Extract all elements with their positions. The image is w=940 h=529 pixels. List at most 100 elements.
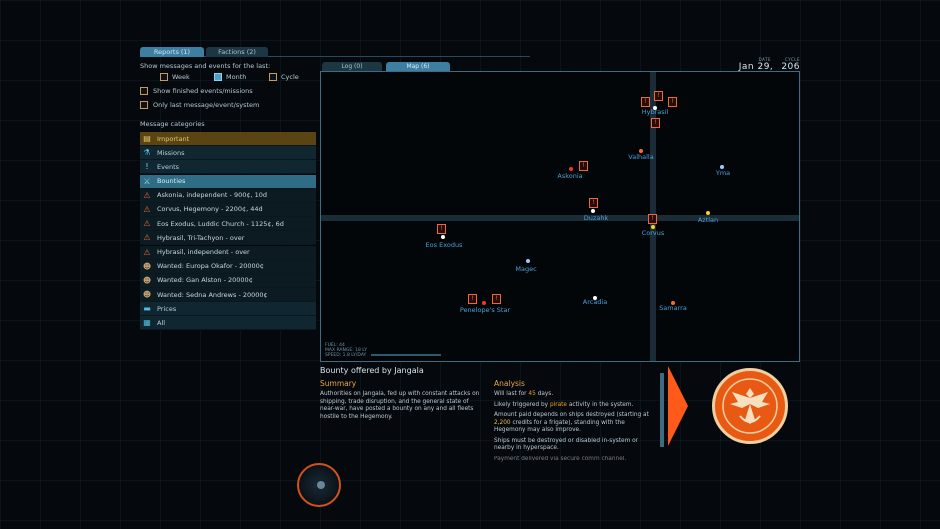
filter-month[interactable]: Month — [214, 73, 246, 81]
system-eos-exodus[interactable]: Eos Exodus — [425, 241, 463, 249]
bounty-marker[interactable]: ! — [492, 294, 501, 304]
analysis-payment: Amount paid depends on ships destroyed (… — [494, 412, 654, 435]
hegemony-emblem — [712, 368, 788, 444]
map-legend: FUEL: 44 MAX RANGE: 18 LY SPEED: 1.8 LY/… — [325, 343, 367, 358]
map-grid-line — [321, 215, 799, 221]
category-label: All — [157, 318, 166, 327]
bounty-marker[interactable]: ! — [654, 91, 663, 101]
only-last-label: Only last message/event/system — [153, 101, 260, 109]
system-askonia[interactable]: Askonia — [557, 172, 583, 180]
bounty-marker[interactable]: ! — [668, 97, 677, 107]
tab-log[interactable]: Log (0) — [322, 62, 382, 71]
trigger-value: pirate — [549, 401, 568, 408]
bounty-marker[interactable]: ! — [589, 198, 598, 208]
category-missions[interactable]: ⚗Missions — [140, 146, 316, 161]
text-span: activity in the system. — [567, 401, 634, 408]
text-span: Amount paid depends on ships destroyed (… — [494, 412, 649, 418]
bounty-item[interactable]: ⚠Hybrasil, independent - over — [140, 245, 316, 260]
system-hybrasil[interactable]: Hybrasil — [641, 108, 669, 116]
system-corvus[interactable]: Corvus — [641, 229, 665, 237]
week-checkbox[interactable] — [160, 73, 168, 81]
filter-cycle[interactable]: Cycle — [269, 73, 299, 81]
bounty-label: Hybrasil, Tri-Tachyon - over — [157, 233, 245, 242]
filter-week[interactable]: Week — [160, 73, 190, 81]
credits-value: 2,200 — [494, 419, 511, 426]
category-label: Important — [157, 134, 190, 143]
tab-factions[interactable]: Factions (2) — [206, 47, 268, 57]
only-last-toggle[interactable]: Only last message/event/system — [140, 101, 259, 109]
filter-subtitle: Show messages and events for the last: — [140, 62, 271, 70]
star-icon — [706, 211, 710, 215]
month-label: Month — [226, 73, 247, 81]
text-span: Will last for — [494, 391, 529, 397]
date-value: Jan 29, — [738, 62, 774, 72]
category-all[interactable]: ▦ All — [140, 316, 316, 331]
detail-title: Bounty offered by Jangala — [320, 366, 424, 375]
text-span: days. — [535, 391, 554, 397]
bounties-icon: ⚔ — [143, 176, 151, 186]
bounty-marker[interactable]: ! — [651, 118, 660, 128]
all-icon: ▦ — [143, 318, 151, 328]
bounty-marker[interactable]: ! — [641, 97, 650, 107]
sector-map[interactable]: ! ! ! ! Hybrasil Valhalla ! Askonia Yma … — [320, 71, 800, 362]
date-label: DATE — [758, 57, 771, 62]
tab-reports[interactable]: Reports (1) — [140, 47, 204, 57]
month-checkbox[interactable] — [214, 73, 222, 81]
category-bounties[interactable]: ⚔ Bounties — [140, 174, 316, 189]
bounty-label: Wanted: Gan Alston - 20000¢ — [157, 276, 253, 285]
summary-text: Authorities on Jangala, fed up with cons… — [320, 391, 480, 420]
system-magec[interactable]: Magec — [515, 265, 537, 273]
bounty-icon: ⚠ — [143, 190, 151, 200]
fleet-icon — [317, 481, 325, 489]
category-important[interactable]: ▤Important — [140, 132, 316, 146]
bounty-icon: ⚠ — [143, 219, 151, 229]
category-label: Missions — [157, 148, 185, 157]
star-icon — [671, 301, 675, 305]
bounty-label: Hybrasil, independent - over — [157, 248, 250, 256]
show-finished-toggle[interactable]: Show finished events/missions — [140, 87, 253, 95]
date-display: DATE CYCLE Jan 29, 206 — [739, 57, 800, 72]
radar-minimap[interactable] — [297, 463, 341, 507]
show-finished-label: Show finished events/missions — [153, 87, 253, 95]
analysis-delivery: Payment delivered via secure comm channe… — [494, 455, 627, 462]
bounty-item[interactable]: ⚠Hybrasil, Tri-Tachyon - over — [140, 231, 316, 246]
legend-fuel: FUEL: 44 — [325, 343, 345, 348]
system-valhalla[interactable]: Valhalla — [628, 153, 654, 161]
bounty-item[interactable]: ⚠Corvus, Hegemony - 2200¢, 44d — [140, 202, 316, 217]
star-icon — [591, 209, 595, 213]
system-aztlan[interactable]: Aztlan — [697, 216, 719, 224]
analysis-trigger: Likely triggered by pirate activity in t… — [494, 402, 654, 410]
bounty-label: Eos Exodus, Luddic Church - 1125¢, 6d — [157, 219, 284, 228]
portrait-icon: ☻ — [142, 275, 152, 285]
bounty-marker[interactable]: ! — [648, 214, 657, 224]
show-finished-checkbox[interactable] — [140, 87, 148, 95]
bounty-item[interactable]: ⚠ Eos Exodus, Luddic Church - 1125¢, 6d — [140, 217, 316, 232]
star-icon — [526, 259, 530, 263]
bounty-marker[interactable]: ! — [468, 294, 477, 304]
system-penelopes-star[interactable]: Penelope's Star — [459, 306, 511, 314]
star-icon — [441, 235, 445, 239]
divider — [660, 373, 664, 447]
category-prices[interactable]: ▬Prices — [140, 302, 316, 317]
category-label: Bounties — [157, 177, 186, 186]
bounty-item[interactable]: ⚠Askonia, independent - 900¢, 10d — [140, 188, 316, 203]
system-duzahk[interactable]: Duzahk — [583, 214, 609, 222]
wanted-item[interactable]: ☻Wanted: Sedna Andrews - 20000¢ — [140, 288, 316, 303]
system-yma[interactable]: Yma — [715, 169, 731, 177]
system-arcadia[interactable]: Arcadia — [582, 298, 608, 306]
analysis-heading: Analysis — [494, 379, 525, 388]
analysis-condition: Ships must be destroyed or disabled in-s… — [494, 437, 639, 452]
cycle-label: CYCLE — [785, 57, 800, 62]
only-last-checkbox[interactable] — [140, 101, 148, 109]
bounty-marker[interactable]: ! — [437, 224, 446, 234]
fuel-bar — [371, 354, 441, 356]
summary-heading: Summary — [320, 379, 357, 388]
wanted-item[interactable]: ☻Wanted: Europa Okafor - 20000¢ — [140, 259, 316, 274]
cycle-checkbox[interactable] — [269, 73, 277, 81]
wanted-item[interactable]: ☻ Wanted: Gan Alston - 20000¢ — [140, 273, 316, 288]
bounty-marker[interactable]: ! — [579, 161, 588, 171]
category-events[interactable]: !Events — [140, 160, 316, 175]
tab-map[interactable]: Map (6) — [386, 62, 450, 71]
star-icon — [639, 149, 643, 153]
system-samarra[interactable]: Samarra — [659, 304, 687, 312]
